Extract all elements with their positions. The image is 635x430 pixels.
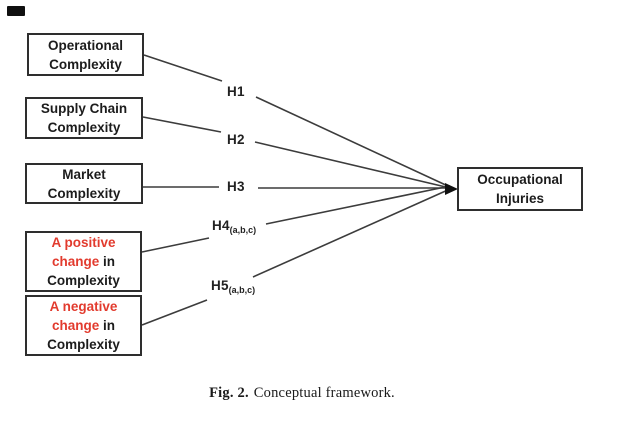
node-text: Occupational bbox=[477, 172, 563, 187]
node-occupational-injuries: Occupational Injuries bbox=[457, 167, 583, 211]
figure-caption: Fig. 2.Conceptual framework. bbox=[0, 385, 604, 402]
hypothesis-label-h5: H5(a,b,c) bbox=[211, 278, 255, 295]
node-text: change in bbox=[52, 316, 115, 335]
arrowhead-icon bbox=[445, 183, 458, 195]
node-text-red: A positive bbox=[51, 235, 116, 250]
node-text: in bbox=[99, 318, 115, 333]
edge-h5-right bbox=[252, 188, 451, 278]
figure-caption-text: Conceptual framework. bbox=[253, 385, 395, 401]
node-text: Supply Chain bbox=[40, 101, 128, 116]
node-market-complexity: Market Complexity bbox=[25, 163, 143, 204]
hypothesis-subscript: (a,b,c) bbox=[228, 285, 256, 295]
edge-h5-left bbox=[141, 299, 208, 326]
node-text: Operational bbox=[47, 37, 123, 53]
scan-artifact-mark bbox=[7, 6, 25, 16]
hypothesis-text: H1 bbox=[227, 84, 245, 99]
hypothesis-text: H5 bbox=[211, 278, 229, 293]
node-positive-change: A positive change in Complexity bbox=[25, 231, 142, 292]
hypothesis-label-h4: H4(a,b,c) bbox=[212, 218, 256, 235]
node-text: Injuries bbox=[495, 191, 544, 206]
hypothesis-text: H2 bbox=[227, 132, 245, 147]
figure-caption-label: Fig. 2. bbox=[209, 385, 249, 401]
edge-h4-left bbox=[141, 237, 210, 253]
edge-h1-right bbox=[255, 96, 451, 188]
node-text: Complexity bbox=[49, 56, 122, 72]
edge-h1-left bbox=[143, 54, 223, 82]
node-supply-chain-complexity: Supply Chain Complexity bbox=[25, 97, 143, 139]
node-text-red: change bbox=[51, 254, 100, 269]
node-text: in bbox=[99, 254, 115, 269]
hypothesis-label-h3: H3 bbox=[227, 179, 245, 196]
edge-h4-right bbox=[265, 185, 451, 225]
hypothesis-label-h2: H2 bbox=[227, 132, 245, 149]
edge-h2-right bbox=[254, 141, 451, 189]
node-text-red: A negative bbox=[49, 299, 118, 314]
node-text: Complexity bbox=[47, 273, 120, 288]
node-operational-complexity: Operational Complexity bbox=[27, 33, 144, 76]
hypothesis-subscript: (a,b,c) bbox=[229, 225, 257, 235]
node-text: Complexity bbox=[47, 120, 121, 135]
hypothesis-label-h1: H1 bbox=[227, 84, 245, 101]
node-text: change in bbox=[52, 252, 115, 271]
node-text-red: change bbox=[51, 318, 100, 333]
hypothesis-text: H4 bbox=[212, 218, 230, 233]
edge-h2-left bbox=[142, 116, 222, 133]
node-text: Complexity bbox=[47, 185, 121, 201]
hypothesis-text: H3 bbox=[227, 179, 245, 194]
node-text: Complexity bbox=[47, 337, 120, 352]
node-negative-change: A negative change in Complexity bbox=[25, 295, 142, 356]
node-text: Market bbox=[62, 166, 106, 182]
